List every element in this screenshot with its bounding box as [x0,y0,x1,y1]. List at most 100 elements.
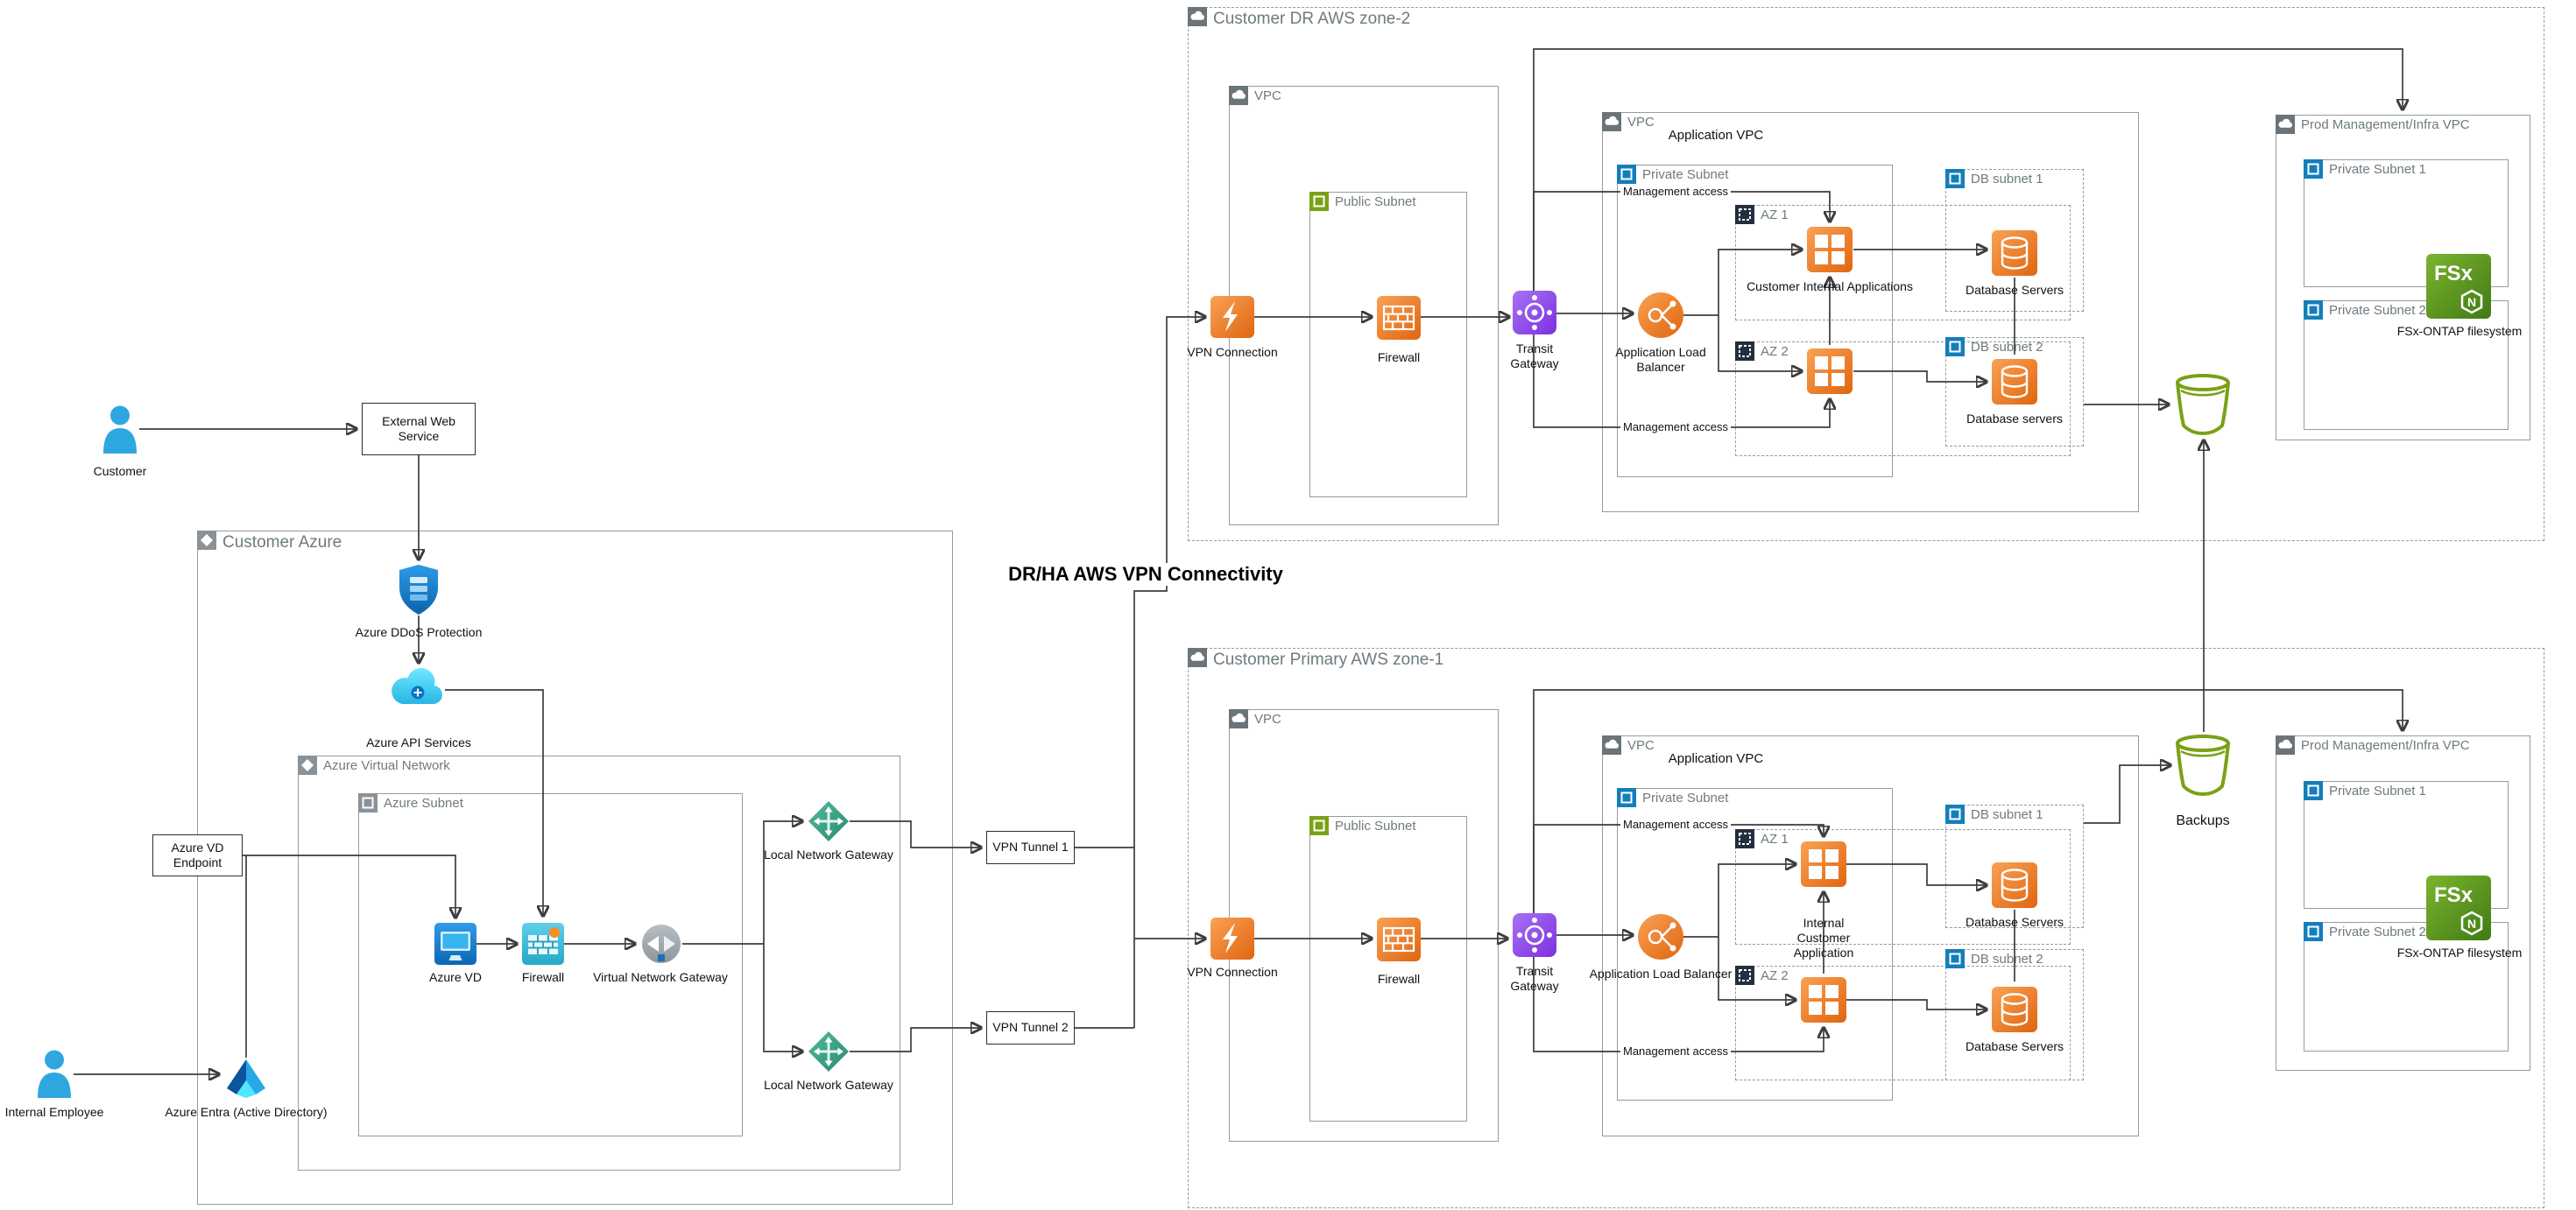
pri-internal-app-label: Internal Customer Application [1793,916,1854,960]
dr-app-vpc-title: Application VPC [1668,128,1764,143]
primary-zone-label: Customer Primary AWS zone-1 [1213,651,1444,669]
dr-private-subnet-label: Private Subnet [1642,167,1729,182]
azure-subnet-label: Azure Subnet [384,796,463,811]
az-icon [1735,829,1754,848]
pri-internal-app-icon [1801,841,1846,887]
pri-vpn-connection-icon [1210,918,1254,960]
customer-azure-header: Customer Azure [197,531,342,552]
dr-prod-ps1-label: Private Subnet 1 [2329,162,2426,177]
dr-public-subnet-label: Public Subnet [1335,194,1416,209]
private-subnet-icon [1945,805,1965,824]
vpc-icon [1229,709,1248,728]
private-subnet-icon [1617,788,1636,807]
pri-app-vpc-title: Application VPC [1668,751,1764,766]
private-subnet-icon [1617,165,1636,184]
dr-alb-label: Application Load Balancer [1615,345,1706,374]
dr-db-subnet2-label: DB subnet 2 [1971,340,2043,355]
subnet-group-icon [358,793,378,813]
internal-employee-label: Internal Employee [4,1105,104,1119]
azure-vnet-container: Azure Virtual Network [298,756,900,1171]
pri-firewall-label: Firewall [1377,972,1421,986]
pri-database-servers-1-icon [1992,862,2037,908]
dr-prod-ps2-label: Private Subnet 2 [2329,303,2426,318]
dr-database-servers-1-label: Database Servers [1965,283,2064,297]
pri-vpn-connection-label: VPN Connection [1187,965,1278,979]
dr-prod-vpc-label: Prod Management/Infra VPC [2301,117,2470,132]
private-subnet-icon [2304,159,2323,179]
azure-group-icon [197,531,216,550]
dr-app-vpc-tag: VPC [1627,115,1655,130]
pri-management-access-bottom: Management access [1620,1045,1731,1058]
pri-prod-ps2-label: Private Subnet 2 [2329,925,2426,939]
dr-database-servers-1-icon [1992,230,2037,276]
azure-ddos-label: Azure DDoS Protection [355,625,483,639]
dr-fsx-label: FSx-ONTAP filesystem [2396,324,2523,338]
dr-prod-ps2: Private Subnet 2 [2304,300,2509,430]
azure-vnet-header: Azure Virtual Network [298,756,450,775]
primary-zone-header: Customer Primary AWS zone-1 [1188,648,1443,670]
pri-alb-label: Application Load Balancer [1589,967,1733,981]
virtual-network-gateway-icon [642,925,681,963]
dr-vpn-connection-icon [1210,296,1254,338]
az-icon [1735,205,1754,224]
pri-public-subnet-label: Public Subnet [1335,819,1416,834]
internal-employee-person-icon [38,1050,71,1098]
customer-azure-label: Customer Azure [222,533,342,552]
dr-database-servers-2-icon [1992,359,2037,405]
dr-fsx-ontap-icon: FSx N [2426,254,2491,319]
backups-label: Backups [2176,813,2230,828]
pri-fsx-n: N [2467,917,2476,931]
pri-database-servers-1-label: Database Servers [1965,915,2064,929]
pri-prod-vpc-label: Prod Management/Infra VPC [2301,738,2470,753]
azure-subnet-container: Azure Subnet [358,793,743,1136]
pri-transit-gateway-icon [1513,913,1556,957]
public-subnet-icon [1309,816,1329,835]
pri-alb-icon [1638,914,1683,960]
pri-firewall-icon [1377,918,1421,961]
azure-vd-label: Azure VD [429,970,482,984]
vpn-connectivity-label: DR/HA AWS VPN Connectivity [1007,563,1284,586]
dr-az1-label: AZ 1 [1761,208,1789,222]
vpc-icon [2276,735,2295,755]
azure-api-services-icon [392,668,442,705]
customer-label: Customer [93,464,147,478]
pri-az1-label: AZ 1 [1761,832,1789,847]
pri-prod-ps2: Private Subnet 2 [2304,922,2509,1052]
azure-firewall-label: Firewall [521,970,565,984]
backups-bucket-icon [2176,735,2230,796]
private-subnet-icon [1945,949,1965,968]
pri-transit-gateway-label: Transit Gateway [1510,964,1559,993]
vpc-icon [1229,86,1248,105]
private-subnet-icon [2304,922,2323,941]
azure-ddos-protection-icon [399,565,438,615]
dr-customer-apps-az2-icon [1807,348,1853,394]
primary-zone-container: Customer Primary AWS zone-1 [1188,648,2544,1208]
dr-management-access-bottom: Management access [1620,420,1731,433]
external-web-service-box: External Web Service [362,403,476,455]
dr-zone-header: Customer DR AWS zone-2 [1188,7,1410,29]
pri-database-servers-2-icon [1992,987,2037,1032]
dr-db-subnet1-label: DB subnet 1 [1971,172,2043,186]
dr-vpn-connection-label: VPN Connection [1187,345,1278,359]
local-network-gateway-icon [808,1031,849,1072]
dr-fsx-n: N [2467,295,2476,309]
dr-management-access-top: Management access [1620,185,1731,198]
dr-vpc-label: VPC [1254,88,1281,103]
dr-customer-apps-label: Customer Internal Applications [1747,279,1913,293]
aws-cloud-icon [1188,648,1207,667]
dr-firewall-icon [1377,296,1421,340]
pri-az2-label: AZ 2 [1761,968,1789,983]
azure-vd-endpoint-box: Azure VD Endpoint [152,834,243,876]
dr-customer-apps-icon [1807,227,1853,272]
vpn-tunnel-2-box: VPN Tunnel 2 [986,1011,1075,1045]
pri-db-subnet2-label: DB subnet 2 [1971,952,2043,967]
dr-backup-bucket-icon [2176,374,2230,435]
dr-alb-icon [1638,292,1683,338]
azure-entra-label: Azure Entra (Active Directory) [165,1105,328,1119]
dr-az2-label: AZ 2 [1761,344,1789,359]
pri-private-subnet-label: Private Subnet [1642,791,1729,805]
pri-fsx-ontap-icon: FSx N [2426,876,2491,940]
virtual-network-gateway-label: Virtual Network Gateway [593,970,728,984]
private-subnet-icon [2304,300,2323,320]
